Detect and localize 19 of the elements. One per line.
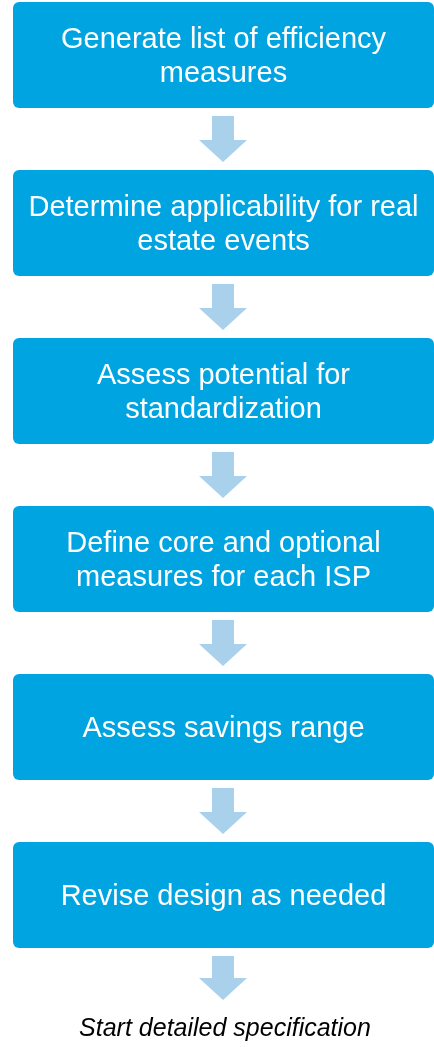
process-box xyxy=(13,338,434,444)
step-text: Define core and optional measures for each ISP xyxy=(65,525,382,593)
process-box xyxy=(13,170,434,276)
arrow xyxy=(199,452,247,498)
arrow xyxy=(199,116,247,162)
arrow xyxy=(199,284,247,330)
arrow xyxy=(199,788,247,834)
step-text: Generate list of efficiency measures xyxy=(59,21,388,89)
process-box xyxy=(13,674,434,780)
process-box xyxy=(13,506,434,612)
process-box xyxy=(13,842,434,948)
step-text: Assess potential for standardization xyxy=(95,357,352,425)
step-text: Assess savings range xyxy=(82,710,365,744)
step-text: Revise design as needed xyxy=(60,878,387,912)
end-label: Start detailed specification xyxy=(30,1008,420,1046)
arrow xyxy=(199,620,247,666)
step-text: Determine applicability for real estate events xyxy=(27,189,420,257)
arrow xyxy=(199,956,247,1000)
process-box xyxy=(13,2,434,108)
